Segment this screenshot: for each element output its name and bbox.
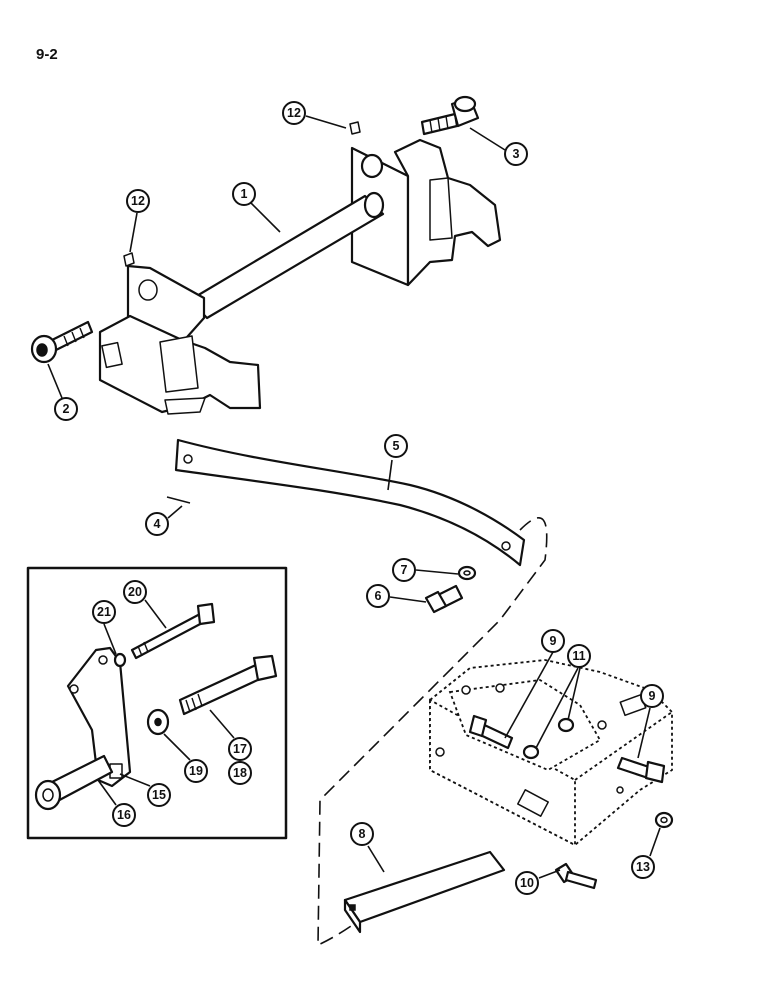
svg-text:9: 9 — [550, 634, 557, 648]
svg-text:5: 5 — [393, 439, 400, 453]
nuts-11 — [522, 717, 575, 760]
svg-text:20: 20 — [128, 585, 142, 599]
callout-3: 3 — [504, 142, 528, 166]
retaining-clip-12-upper — [349, 121, 361, 135]
svg-text:13: 13 — [636, 860, 650, 874]
svg-text:9: 9 — [649, 689, 656, 703]
callout-6: 6 — [366, 584, 390, 608]
callout-18: 18 — [228, 761, 252, 785]
bar-8 — [343, 850, 506, 934]
socket-head-screw-2 — [30, 320, 94, 364]
svg-text:12: 12 — [131, 194, 145, 208]
callout-7: 7 — [392, 558, 416, 582]
callout-5: 5 — [384, 434, 408, 458]
callout-11: 11 — [567, 644, 591, 668]
page-number: 9-2 — [36, 46, 58, 63]
callout-2: 2 — [54, 397, 78, 421]
svg-text:1: 1 — [241, 187, 248, 201]
washer-7 — [457, 565, 477, 581]
support-block — [429, 659, 673, 847]
lever-15 — [66, 646, 132, 788]
svg-text:10: 10 — [520, 876, 534, 890]
nut-13 — [654, 811, 674, 829]
shaft-assembly — [98, 138, 502, 415]
bushing-16 — [34, 754, 114, 811]
svg-text:6: 6 — [375, 589, 382, 603]
cap-screw-9-right — [616, 756, 666, 784]
svg-text:4: 4 — [154, 517, 161, 531]
cotter-pin-4 — [166, 496, 191, 504]
bolt-20 — [130, 602, 216, 660]
callout-16: 16 — [112, 803, 136, 827]
svg-text:16: 16 — [117, 808, 131, 822]
svg-text:18: 18 — [233, 766, 247, 780]
svg-text:19: 19 — [189, 764, 203, 778]
strap-5 — [174, 438, 526, 567]
callout-10: 10 — [515, 871, 539, 895]
svg-text:21: 21 — [97, 605, 111, 619]
callout-19: 19 — [184, 759, 208, 783]
callout-9-left: 9 — [541, 629, 565, 653]
callout-1: 1 — [232, 182, 256, 206]
callout-4: 4 — [145, 512, 169, 536]
bolt-17-18 — [178, 654, 278, 716]
callout-17: 17 — [228, 737, 252, 761]
callout-8: 8 — [350, 822, 374, 846]
svg-text:7: 7 — [401, 563, 408, 577]
socket-head-screw-3 — [420, 95, 480, 136]
leader-lines — [47, 115, 661, 879]
washer-19 — [146, 708, 170, 736]
callout-9-right: 9 — [640, 684, 664, 708]
callout-12-upper: 12 — [282, 101, 306, 125]
callout-12-lower: 12 — [126, 189, 150, 213]
washer-21 — [113, 652, 127, 668]
retaining-clip-12-lower — [123, 252, 135, 267]
svg-text:3: 3 — [513, 147, 520, 161]
svg-text:8: 8 — [359, 827, 366, 841]
callout-21: 21 — [92, 600, 116, 624]
svg-text:11: 11 — [572, 649, 585, 663]
svg-text:15: 15 — [152, 788, 166, 802]
callout-15: 15 — [147, 783, 171, 807]
svg-text:17: 17 — [233, 742, 247, 756]
inset-frame — [26, 566, 288, 840]
assembly-boundary — [317, 517, 548, 947]
cap-screw-9-left — [468, 714, 514, 750]
callout-20: 20 — [123, 580, 147, 604]
callout-13: 13 — [631, 855, 655, 879]
svg-text:2: 2 — [63, 402, 70, 416]
bolt-10 — [554, 862, 598, 890]
svg-text:12: 12 — [287, 106, 301, 120]
bolt-6 — [424, 584, 464, 614]
